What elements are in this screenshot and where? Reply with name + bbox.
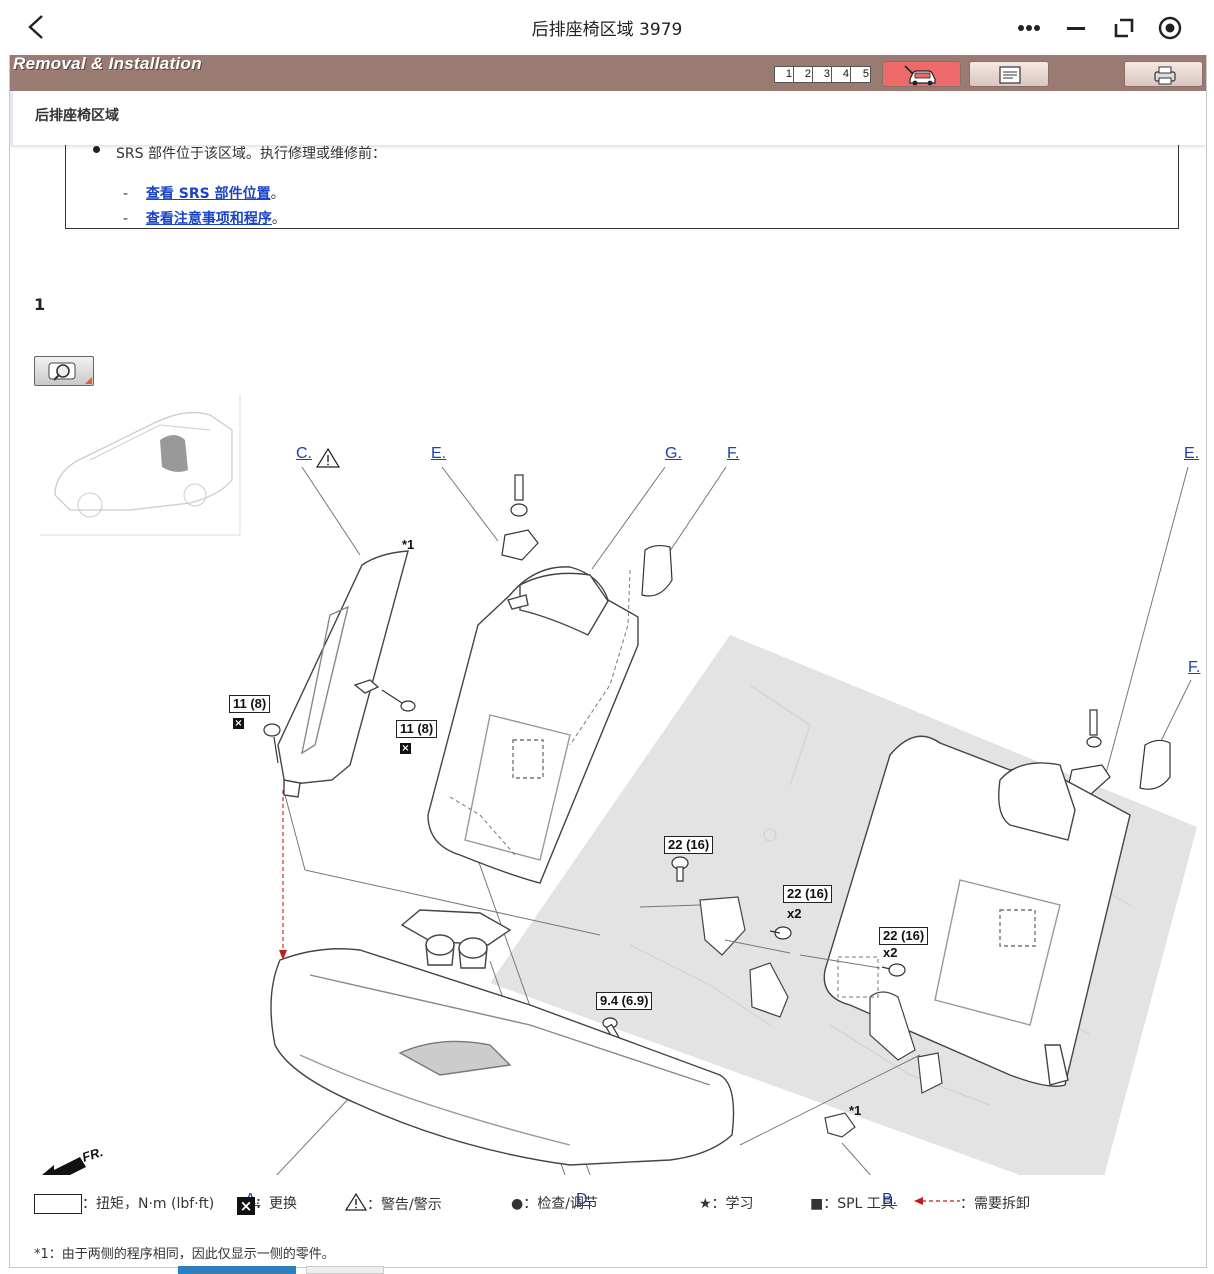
- vehicle-locator-thumbnail: [40, 395, 241, 536]
- callout-e-right[interactable]: E.: [1184, 445, 1200, 462]
- vehicle-alert-button[interactable]: [882, 61, 961, 87]
- warning-icon: [344, 1192, 368, 1211]
- torque-box-icon: [34, 1194, 82, 1214]
- link-suffix: 。: [270, 186, 285, 202]
- dash-marker: -: [123, 211, 129, 227]
- torque-label: 22 (16): [783, 885, 833, 903]
- callout-c[interactable]: C.: [296, 445, 312, 462]
- confirm-button[interactable]: [178, 1266, 296, 1274]
- callout-g[interactable]: G.: [665, 445, 682, 462]
- right-seatback: [823, 735, 1131, 1087]
- print-button[interactable]: [1124, 61, 1203, 87]
- replace-icon: ×: [400, 743, 411, 754]
- replace-icon: ×: [233, 718, 244, 729]
- callout-f[interactable]: F.: [727, 445, 740, 462]
- quantity-label: x2: [787, 906, 802, 921]
- car-icon: [904, 65, 936, 86]
- page-title: 后排座椅区域: [35, 108, 119, 124]
- front-arrow-icon: [42, 1157, 86, 1175]
- window-titlebar: 后排座椅区域 3979: [0, 0, 1214, 55]
- notice-link-item: - 查看 SRS 部件位置。: [123, 183, 285, 203]
- quantity-label: x2: [883, 945, 898, 960]
- more-dots-icon: [1018, 25, 1040, 31]
- page-header: 后排座椅区域: [10, 91, 1206, 145]
- cup-holder: [400, 909, 512, 969]
- restore-button[interactable]: [1106, 12, 1140, 44]
- torque-label: 9.4 (6.9): [596, 992, 653, 1010]
- torque-label: 11 (8): [396, 720, 438, 738]
- torque-label: 22 (16): [664, 836, 714, 854]
- page-4-button[interactable]: 4: [832, 67, 851, 82]
- removal-arrow: [279, 790, 287, 960]
- step-number: 1: [34, 295, 46, 314]
- srs-location-link[interactable]: 查看 SRS 部件位置: [145, 186, 271, 202]
- replace-icon: ×: [237, 1197, 255, 1215]
- legend-learn: ★：学习: [699, 1196, 754, 1212]
- notice-text: SRS 部件位于该区域。执行修理或维修前：: [116, 146, 386, 162]
- page-5-button[interactable]: 5: [862, 68, 869, 80]
- target-close-icon: [1158, 16, 1182, 40]
- legend-torque: ：扭矩，N·m (lbf·ft): [34, 1193, 214, 1214]
- legend-inspect: ●：检查/调节: [511, 1196, 598, 1212]
- document-button[interactable]: [969, 61, 1049, 87]
- seatback-side-cushion: [277, 550, 409, 798]
- srs-notice-box: SRS 部件位于该区域。执行修理或维修前： - 查看 SRS 部件位置。 - 查…: [65, 143, 1179, 229]
- toolbar: Removal & Installation 1 2 3 4 5: [10, 55, 1206, 91]
- callout-b[interactable]: B.: [882, 1191, 898, 1208]
- callout-e[interactable]: E.: [431, 445, 447, 462]
- chevron-left-icon: [28, 15, 43, 39]
- more-button[interactable]: [1012, 12, 1046, 44]
- callout-d[interactable]: D.: [576, 1191, 592, 1208]
- callout-f-right[interactable]: F.: [1188, 659, 1201, 676]
- center-seatback: [427, 566, 639, 884]
- restore-icon: [1114, 18, 1134, 38]
- dash-marker: -: [123, 186, 129, 202]
- back-bottom-button[interactable]: [306, 1266, 384, 1274]
- diagram-artwork: [40, 395, 1197, 1175]
- page-selector: 1 2 3 4 5: [774, 66, 871, 83]
- exploded-diagram: C. E. G. F. E. F. A. D. B. *1 *1 11 (8) …: [10, 385, 1206, 1208]
- bolt-parts: [263, 689, 416, 764]
- legend-remove: ：需要拆卸: [914, 1193, 1030, 1213]
- note-marker: *1: [402, 537, 415, 552]
- document-frame: Removal & Installation 1 2 3 4 5: [9, 55, 1207, 1268]
- legend-spl: ■：SPL 工具: [810, 1196, 895, 1212]
- link-suffix: 。: [271, 211, 286, 227]
- header-accent: [10, 91, 13, 145]
- page-3-button[interactable]: 3: [813, 67, 832, 82]
- zoom-button[interactable]: [34, 356, 94, 386]
- rear-seat-cushion: [270, 948, 735, 1166]
- document-icon: [999, 66, 1021, 84]
- lower-bracket: [824, 1112, 856, 1138]
- legend-replace: ×：更换: [237, 1193, 297, 1215]
- close-button[interactable]: [1153, 12, 1187, 44]
- precautions-link[interactable]: 查看注意事项和程序: [145, 211, 272, 227]
- footnote: *1：由于两侧的程序相同，因此仅显示一侧的零件。: [34, 1247, 335, 1262]
- section-title: Removal & Installation: [13, 55, 202, 73]
- back-button[interactable]: [22, 12, 52, 42]
- torque-label: 11 (8): [229, 695, 271, 713]
- printer-icon: [1154, 66, 1176, 85]
- minimize-icon: [1067, 27, 1085, 30]
- note-marker: *1: [849, 1103, 862, 1118]
- page-2-button[interactable]: 2: [794, 67, 813, 82]
- minimize-button[interactable]: [1059, 12, 1093, 44]
- seatbelt-buckles: [699, 896, 943, 1094]
- bullet-icon: [93, 146, 100, 153]
- warning-triangle-icon: [315, 447, 341, 468]
- notice-link-item: - 查看注意事项和程序。: [123, 208, 286, 228]
- window-title: 后排座椅区域 3979: [531, 20, 683, 40]
- magnifier-icon: [48, 362, 92, 384]
- torque-label: 22 (16): [879, 927, 929, 945]
- legend-warning: ：警告/警示: [344, 1192, 442, 1214]
- page-1-button[interactable]: 1: [775, 67, 794, 82]
- red-dashed-arrow-icon: [914, 1197, 960, 1205]
